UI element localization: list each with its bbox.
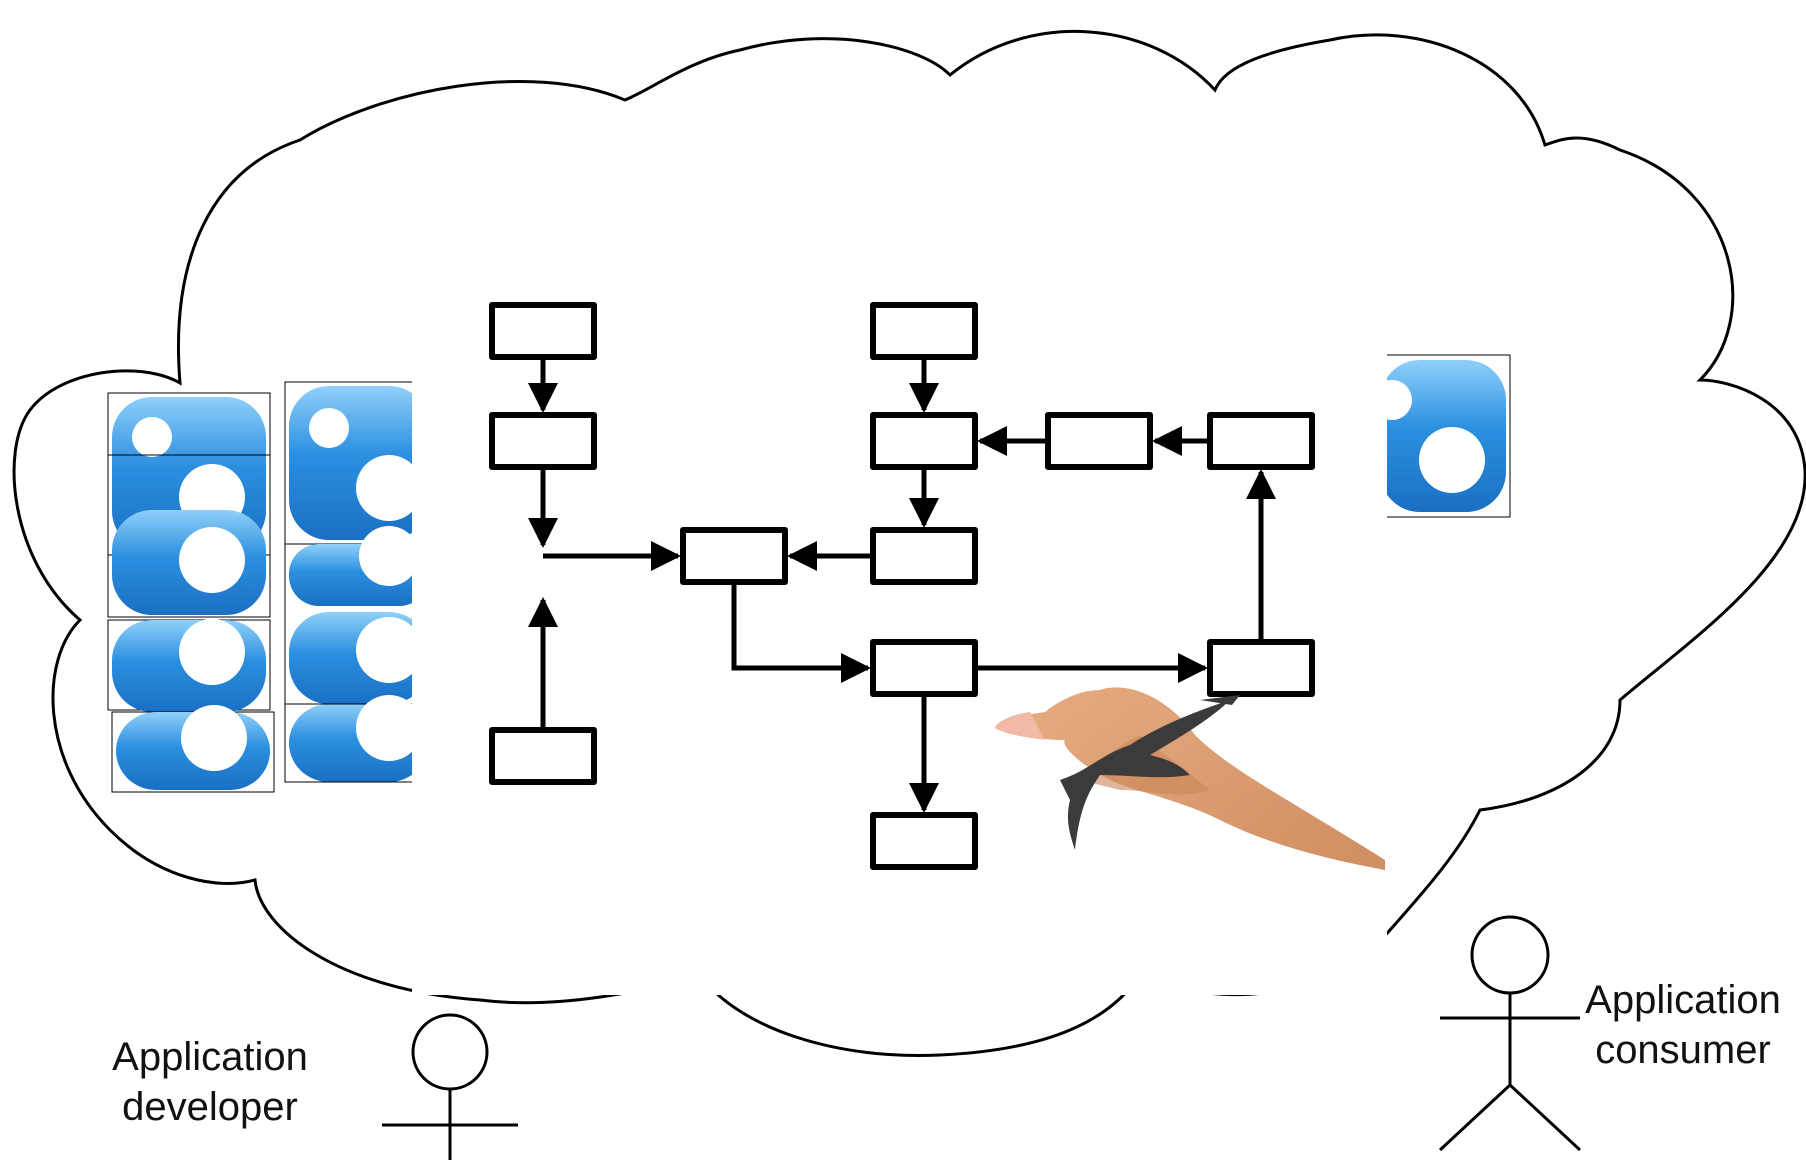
flow-box	[870, 302, 978, 360]
flow-box	[489, 302, 597, 360]
developer-label-line1: Application	[112, 1035, 308, 1079]
consumer-label-line1: Application	[1585, 978, 1781, 1022]
drawing-hand-icon	[995, 687, 1385, 995]
consumer-figure	[1438, 915, 1582, 1152]
flow-box	[1045, 412, 1153, 470]
developer-figure	[382, 1013, 518, 1160]
flowchart-sketch	[412, 245, 1387, 995]
flow-box	[680, 527, 788, 585]
developer-label-line2: developer	[122, 1085, 298, 1129]
flow-box	[870, 812, 978, 870]
flow-box	[870, 527, 978, 585]
flow-box	[870, 412, 978, 470]
python-app-icon	[107, 454, 271, 618]
flow-box	[489, 727, 597, 785]
python-app-icon	[107, 619, 271, 712]
python-app-icon	[111, 705, 275, 793]
consumer-label: Application consumer	[1568, 975, 1798, 1075]
flow-box	[1207, 639, 1315, 697]
python-app-icon	[284, 381, 429, 545]
python-app-icon	[1372, 354, 1511, 518]
python-app-icon	[284, 695, 429, 783]
flow-box	[1207, 412, 1315, 470]
python-app-icon	[284, 526, 429, 705]
consumer-label-line2: consumer	[1595, 1028, 1771, 1072]
flow-box	[870, 639, 978, 697]
app-tiles-left	[107, 381, 429, 793]
flow-arrow	[731, 582, 871, 683]
flow-box	[489, 412, 597, 470]
developer-label: Application developer	[90, 1032, 330, 1132]
